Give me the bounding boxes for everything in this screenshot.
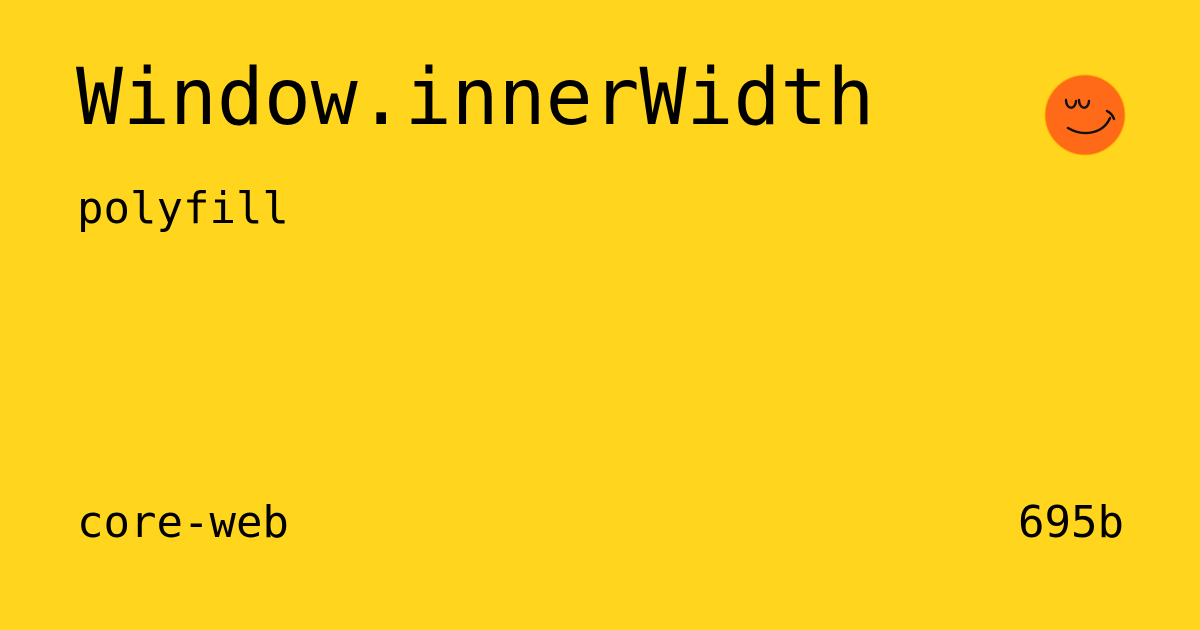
subtitle: polyfill xyxy=(77,183,289,234)
bundle-size: 695b xyxy=(1018,497,1124,548)
page-title: Window.innerWidth xyxy=(76,53,875,143)
smiley-face-icon xyxy=(1044,74,1126,156)
package-name: core-web xyxy=(77,497,289,548)
